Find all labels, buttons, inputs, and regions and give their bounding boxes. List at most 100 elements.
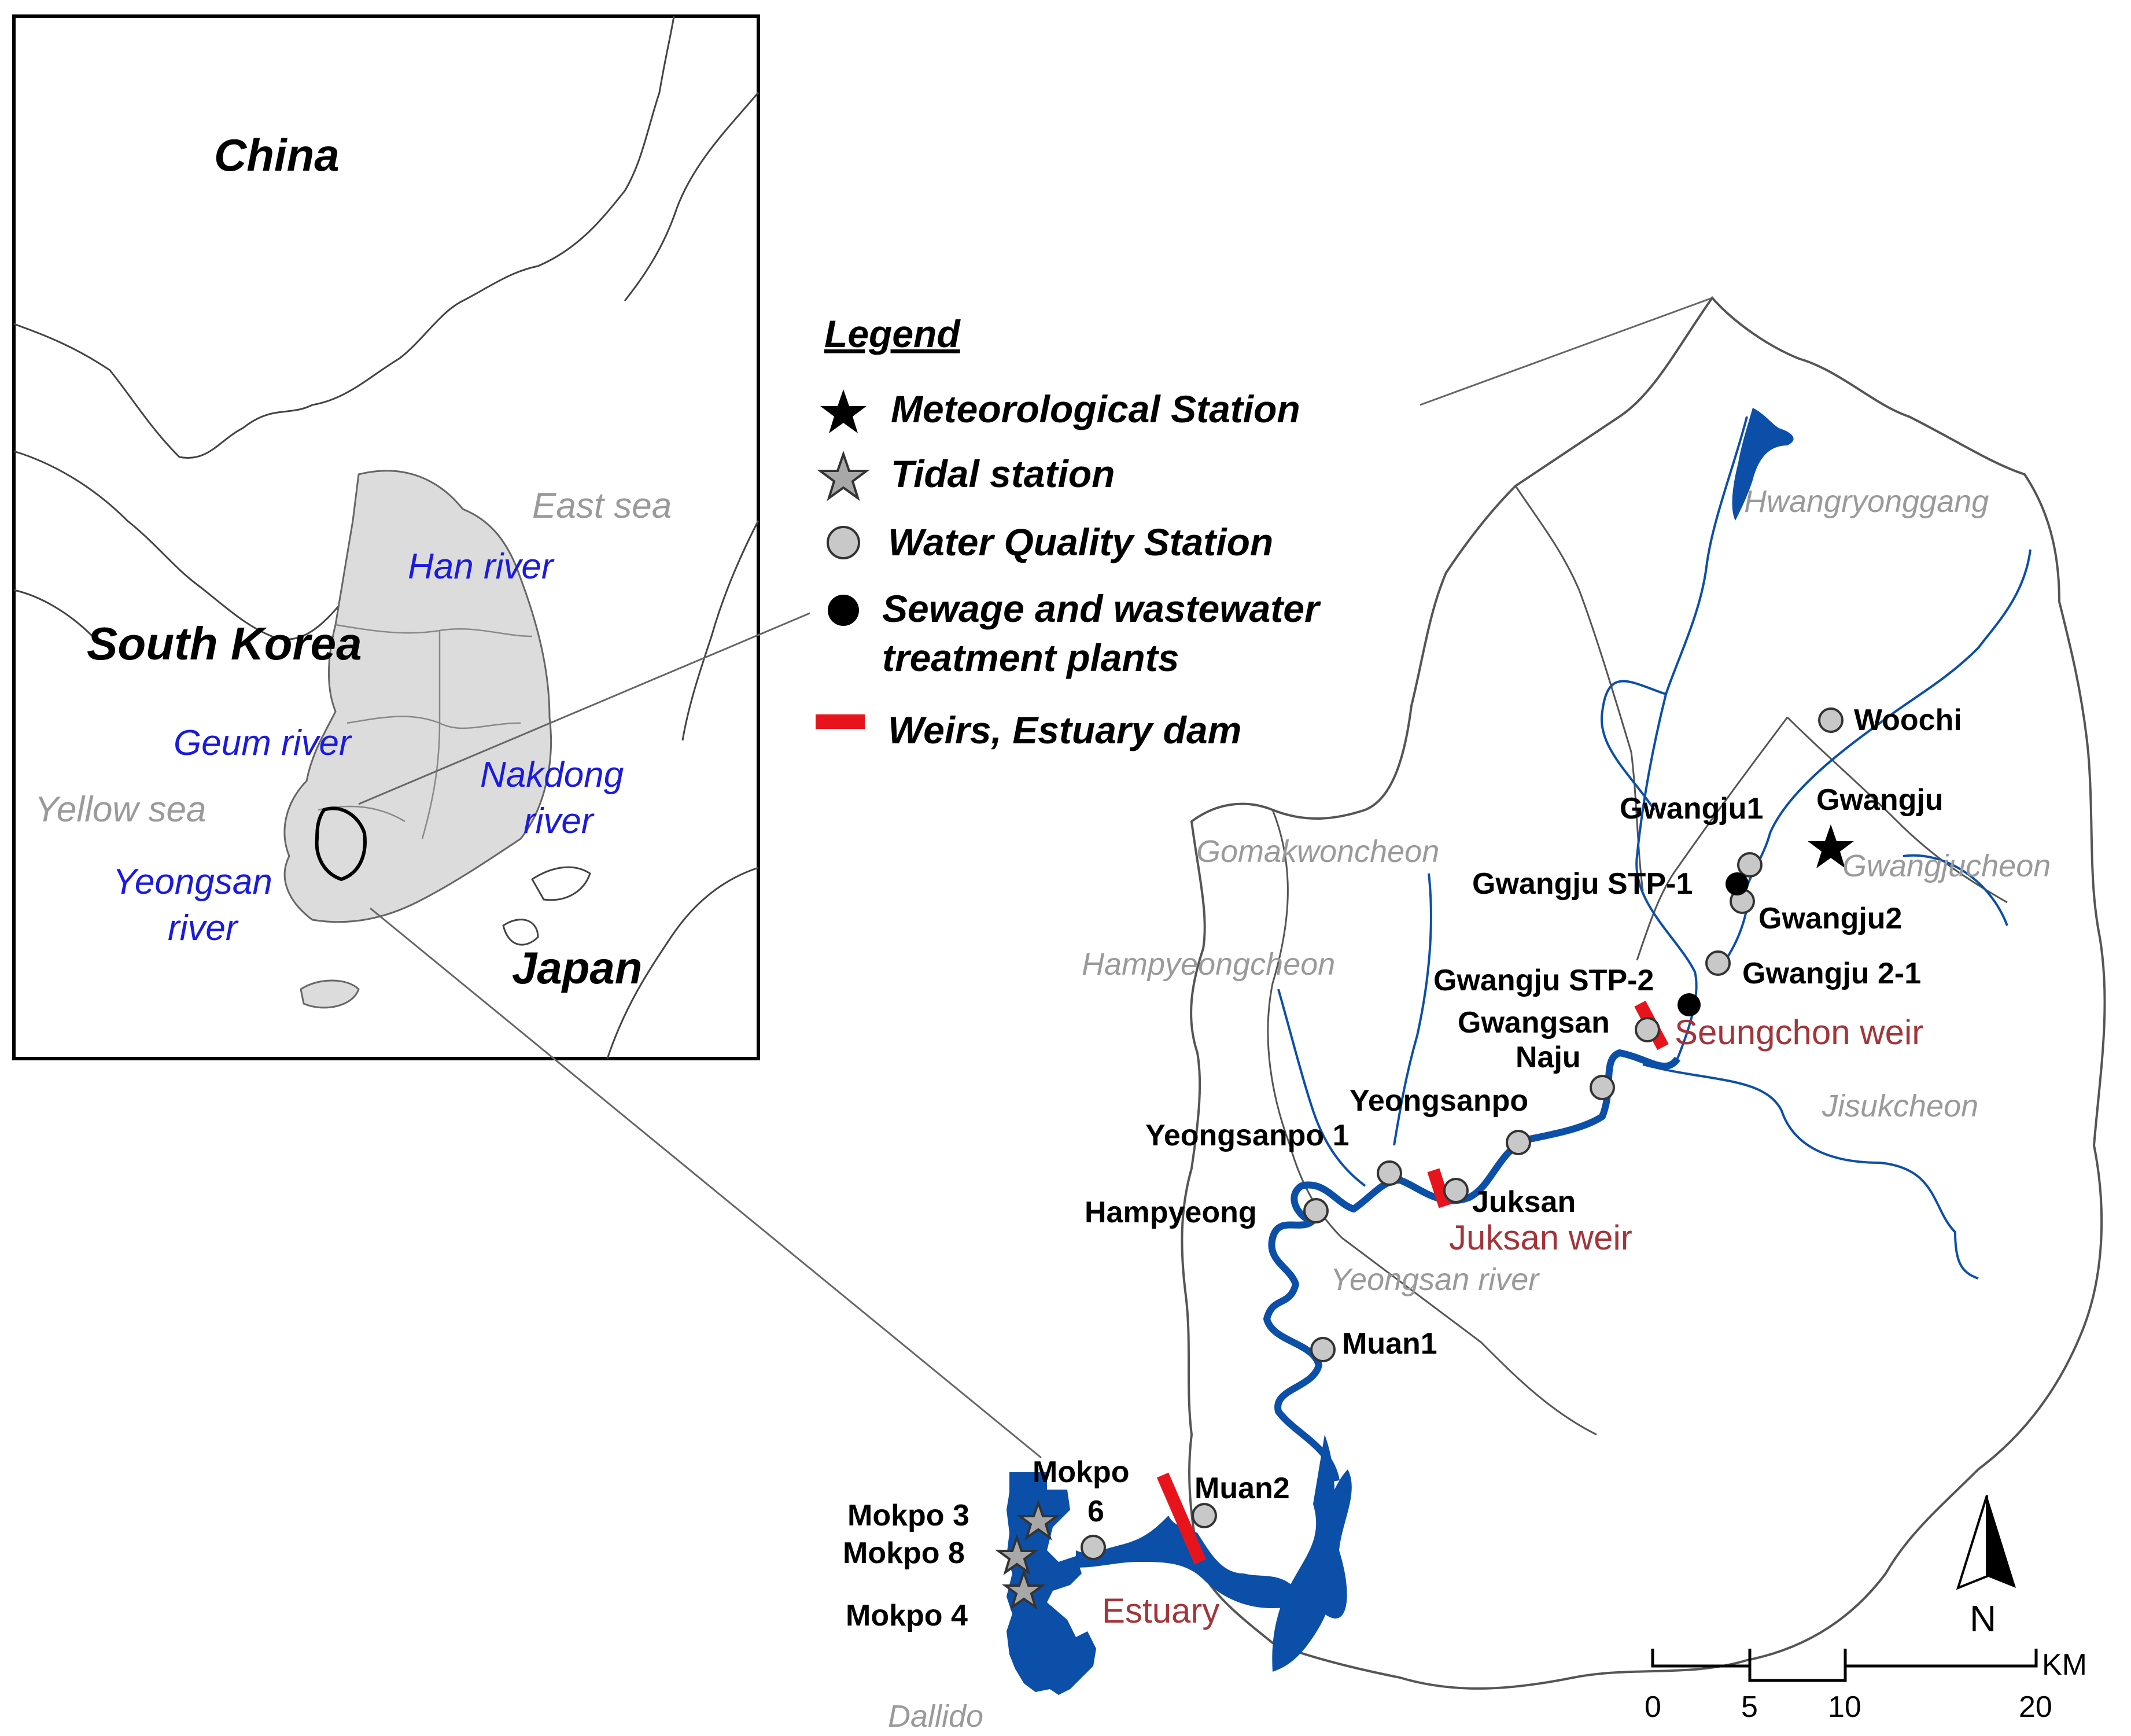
circle-black-icon bbox=[828, 595, 859, 626]
label-mokpo-2: 6 bbox=[1087, 1495, 1104, 1528]
yeongsan-main-river bbox=[1263, 1049, 1680, 1482]
stp-gwangju-1 bbox=[1726, 872, 1749, 895]
label-east-sea: East sea bbox=[532, 486, 672, 526]
station-naju bbox=[1590, 1075, 1615, 1100]
label-south-korea: South Korea bbox=[87, 618, 362, 669]
label-gwangju: Gwangju bbox=[1816, 783, 1944, 817]
connector-lines bbox=[358, 297, 1713, 1459]
jeju-island bbox=[300, 979, 360, 1009]
label-mokpo-1: Mokpo bbox=[1033, 1455, 1130, 1489]
label-yeongsan-river: Yeongsan river bbox=[1330, 1262, 1540, 1297]
label-mokpo4: Mokpo 4 bbox=[846, 1599, 968, 1632]
station-yeongsanpo bbox=[1506, 1130, 1531, 1155]
label-mokpo8: Mokpo 8 bbox=[843, 1536, 965, 1570]
label-nakdong-1: Nakdong bbox=[480, 755, 624, 795]
label-yeongsanpo1: Yeongsanpo 1 bbox=[1145, 1119, 1350, 1152]
weir-bar-icon bbox=[816, 714, 865, 729]
label-gwangju-stp2: Gwangju STP-2 bbox=[1433, 964, 1654, 997]
station-woochi bbox=[1818, 707, 1844, 733]
label-japan: Japan bbox=[512, 942, 642, 993]
scale-tick-10: 10 bbox=[1828, 1690, 1861, 1724]
tidal-mokpo8-star-icon bbox=[994, 1534, 1039, 1575]
south-korea-landmass bbox=[283, 470, 552, 923]
station-hampyeong bbox=[1303, 1198, 1329, 1223]
label-gwangju-stp1: Gwangju STP-1 bbox=[1472, 867, 1693, 901]
label-gwangju2: Gwangju2 bbox=[1758, 902, 1902, 935]
station-gwangju1 bbox=[1737, 852, 1763, 878]
label-juksan: Juksan bbox=[1472, 1185, 1576, 1219]
stream-labels: Hwangryonggang Gwangjucheon Gomakwoncheo… bbox=[888, 484, 2051, 1734]
label-yeongsanpo: Yeongsanpo bbox=[1350, 1084, 1528, 1118]
star-black-icon bbox=[820, 389, 867, 433]
legend-stp-label-2: treatment plants bbox=[882, 636, 1179, 679]
meteorological-station-gwangju-star-icon bbox=[1808, 824, 1854, 868]
label-hwangryonggang: Hwangryonggang bbox=[1744, 484, 1989, 519]
label-han-river: Han river bbox=[408, 547, 555, 587]
legend: Legend Meteorological Station Tidal stat… bbox=[816, 312, 1321, 751]
label-hampyeongcheon: Hampyeongcheon bbox=[1082, 947, 1335, 982]
station-mokpo6 bbox=[1081, 1535, 1106, 1560]
scale-unit: KM bbox=[2042, 1648, 2087, 1682]
north-label: N bbox=[1970, 1598, 1996, 1639]
label-gomakwoncheon: Gomakwoncheon bbox=[1196, 834, 1439, 869]
inset-map: China East sea Han river South Korea Geu… bbox=[12, 14, 760, 1060]
station-juksan bbox=[1443, 1178, 1469, 1203]
tidal-mokpo3-star-icon bbox=[1016, 1499, 1061, 1540]
station-muan2 bbox=[1192, 1503, 1217, 1528]
label-china: China bbox=[214, 130, 340, 180]
legend-water-quality-label: Water Quality Station bbox=[888, 521, 1273, 563]
label-woochi: Woochi bbox=[1854, 703, 1962, 737]
legend-meteorological-label: Meteorological Station bbox=[891, 388, 1300, 430]
station-gwangsan bbox=[1635, 1017, 1660, 1042]
label-gwangju1: Gwangju1 bbox=[1620, 792, 1763, 825]
label-muan1: Muan1 bbox=[1342, 1327, 1437, 1361]
scale-tick-0: 0 bbox=[1645, 1690, 1661, 1724]
legend-weir-label: Weirs, Estuary dam bbox=[888, 709, 1241, 751]
tributaries bbox=[1277, 416, 2032, 1280]
basin-boundary bbox=[1181, 296, 2106, 1690]
scale-bar: 0 5 10 20 KM bbox=[1645, 1648, 2087, 1724]
legend-title: Legend bbox=[824, 312, 961, 355]
label-mokpo3: Mokpo 3 bbox=[847, 1499, 969, 1532]
station-gwangju-2-1 bbox=[1705, 950, 1731, 976]
water-quality-stations bbox=[1081, 707, 1844, 1560]
yeongsan-estuary bbox=[1076, 1469, 1352, 1623]
label-gwangsan: Gwangsan bbox=[1458, 1006, 1610, 1040]
label-muan2: Muan2 bbox=[1194, 1472, 1290, 1505]
legend-tidal-label: Tidal station bbox=[891, 452, 1115, 495]
label-gwangju-2-1: Gwangju 2-1 bbox=[1742, 957, 1921, 990]
label-gwangjucheon: Gwangjucheon bbox=[1842, 849, 2051, 883]
label-geum-river: Geum river bbox=[174, 723, 352, 763]
yeongsan-lower-river bbox=[1272, 1435, 1336, 1672]
scale-tick-5: 5 bbox=[1741, 1690, 1758, 1724]
juksan-weir bbox=[1427, 1168, 1451, 1208]
yeongsan-basin-outline bbox=[315, 806, 367, 882]
station-muan1 bbox=[1310, 1337, 1336, 1362]
label-seungchon-weir: Seungchon weir bbox=[1675, 1013, 1923, 1052]
station-labels: Woochi Gwangju Gwangju1 Gwangju STP-1 Gw… bbox=[843, 703, 1962, 1632]
legend-stp-label-1: Sewage and wastewater bbox=[882, 587, 1321, 630]
tidal-stations bbox=[994, 1499, 1061, 1610]
stp-gwangju-2 bbox=[1677, 993, 1701, 1016]
hwangryong-reservoir bbox=[1732, 408, 1794, 521]
basin-map: Hwangryonggang Gwangjucheon Gomakwoncheo… bbox=[843, 296, 2106, 1734]
label-jisukcheon: Jisukcheon bbox=[1822, 1089, 1978, 1123]
label-dallido: Dallido bbox=[888, 1699, 983, 1734]
tidal-mokpo4-star-icon bbox=[1001, 1568, 1046, 1610]
weir-labels: Seungchon weir Juksan weir Estuary bbox=[1102, 1013, 1923, 1630]
label-yeongsan-1: Yeongsan bbox=[113, 862, 272, 902]
circle-grey-icon bbox=[827, 526, 860, 559]
star-grey-icon bbox=[817, 450, 870, 502]
label-hampyeong: Hampyeong bbox=[1085, 1196, 1257, 1229]
label-nakdong-2: river bbox=[523, 801, 595, 841]
north-arrow: N bbox=[1956, 1495, 2016, 1639]
estuary-dam bbox=[1156, 1472, 1207, 1565]
label-naju: Naju bbox=[1516, 1041, 1581, 1074]
label-yellow-sea: Yellow sea bbox=[35, 790, 206, 830]
label-juksan-weir: Juksan weir bbox=[1449, 1218, 1632, 1257]
label-estuary: Estuary bbox=[1102, 1591, 1219, 1630]
sub-basin-borders bbox=[1267, 485, 2008, 1436]
label-yeongsan-2: river bbox=[168, 908, 239, 948]
scale-tick-20: 20 bbox=[2019, 1690, 2052, 1724]
